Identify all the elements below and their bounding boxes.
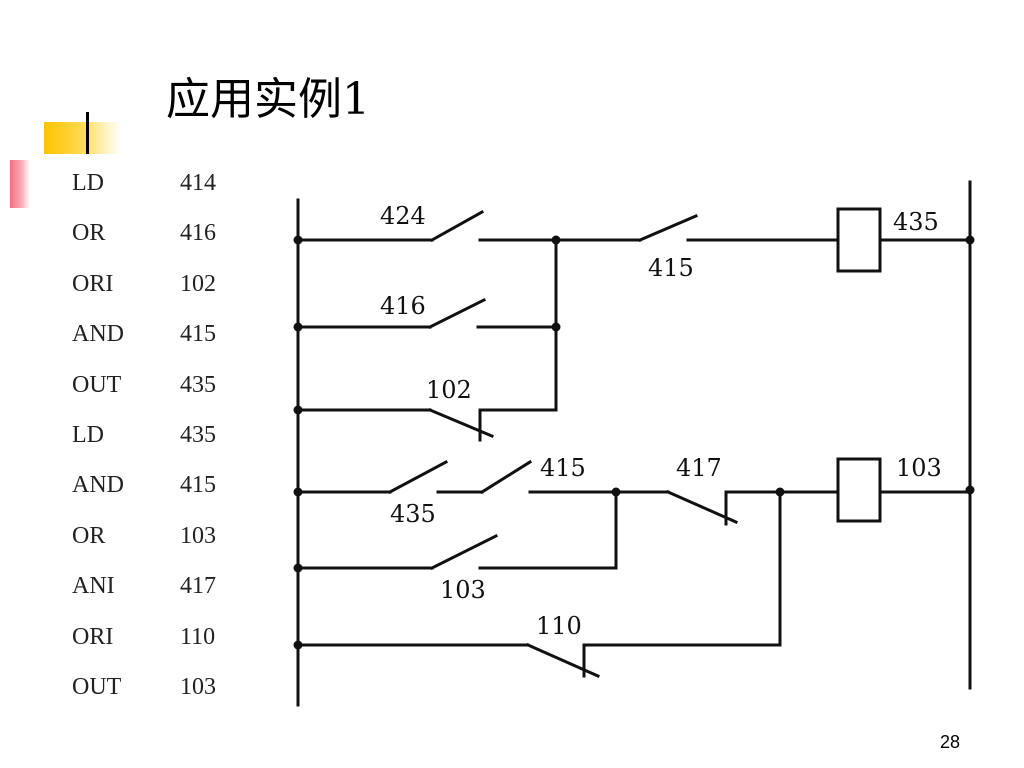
instruction-row: OR 103	[72, 519, 272, 569]
junction-dot	[293, 640, 303, 650]
instruction-arg: 435	[180, 421, 216, 448]
coil-103	[836, 457, 882, 523]
label-110: 110	[536, 612, 582, 640]
instruction-row: LD 414	[72, 166, 272, 216]
contact-417-nc	[666, 490, 738, 526]
label-417: 417	[676, 454, 722, 482]
contact-416-no	[427, 297, 487, 330]
label-435: 435	[390, 500, 436, 528]
contact-110-nc	[526, 643, 600, 678]
contact-415-no	[638, 214, 698, 242]
instruction-op: AND	[72, 472, 124, 499]
contact-102-nc	[428, 408, 494, 442]
instruction-op: OR	[72, 522, 106, 549]
contact-415-no	[479, 459, 533, 495]
label-415: 415	[648, 254, 694, 282]
instruction-arg: 415	[180, 472, 216, 499]
instruction-row: ORI 110	[72, 620, 272, 670]
junction-dot	[551, 322, 561, 332]
junction-dot	[293, 487, 303, 497]
instruction-arg: 110	[180, 623, 216, 650]
junction-dot	[965, 235, 975, 245]
instruction-op: AND	[72, 321, 124, 348]
instruction-arg: 435	[180, 371, 216, 398]
label-103: 103	[440, 576, 486, 604]
label-102: 102	[426, 376, 472, 404]
rung-2-wires	[296, 490, 972, 647]
instruction-arg: 417	[180, 573, 216, 600]
label-coil-103: 103	[896, 454, 942, 482]
instruction-row: AND 415	[72, 468, 272, 518]
junction-dot	[293, 405, 303, 415]
instruction-arg: 103	[180, 673, 216, 700]
label-424: 424	[380, 202, 426, 230]
instruction-arg: 414	[180, 170, 216, 196]
junction-dot	[965, 485, 975, 495]
instruction-row: ANI 417	[72, 569, 272, 619]
instruction-op: ORI	[72, 623, 114, 650]
contact-435-no	[387, 459, 449, 495]
junction-dot	[551, 235, 561, 245]
junction-dot	[293, 563, 303, 573]
instruction-op: OUT	[72, 371, 122, 398]
instruction-row: ORI 102	[72, 267, 272, 317]
instruction-op: OUT	[72, 673, 122, 700]
junction-dot	[611, 487, 621, 497]
junction-dot	[775, 487, 785, 497]
instruction-arg: 415	[180, 321, 216, 348]
instruction-op: OR	[72, 220, 106, 247]
decorative-yellow-bar	[44, 122, 122, 154]
instruction-op: ORI	[72, 270, 114, 297]
contact-424-no	[429, 209, 485, 243]
coil-435	[836, 207, 882, 273]
instruction-op: LD	[72, 421, 104, 448]
instruction-op: LD	[72, 170, 104, 196]
label-coil-435: 435	[893, 208, 939, 236]
label-416: 416	[380, 292, 426, 320]
instruction-row: OUT 103	[72, 670, 272, 720]
instruction-arg: 103	[180, 522, 216, 549]
junction-dot	[293, 235, 303, 245]
instruction-op: ANI	[72, 573, 115, 600]
contact-103-no	[429, 533, 499, 571]
instruction-row: AND 415	[72, 317, 272, 367]
slide-title: 应用实例1	[166, 74, 370, 125]
decorative-vertical-line	[86, 112, 89, 154]
page-number: 28	[939, 732, 961, 752]
instruction-row: OUT 435	[72, 368, 272, 418]
instruction-row: LD 435	[72, 418, 272, 468]
instruction-arg: 416	[180, 220, 216, 247]
instruction-arg: 102	[180, 270, 216, 297]
instruction-list: LD 414 OR 416 ORI 102 AND 415 OUT 435 LD 435 A…	[72, 166, 272, 720]
decorative-red-bar	[10, 160, 30, 208]
rung-1-wires	[296, 238, 972, 412]
instruction-row: OR 416	[72, 216, 272, 266]
label-415: 415	[540, 454, 586, 482]
junction-dot	[293, 322, 303, 332]
